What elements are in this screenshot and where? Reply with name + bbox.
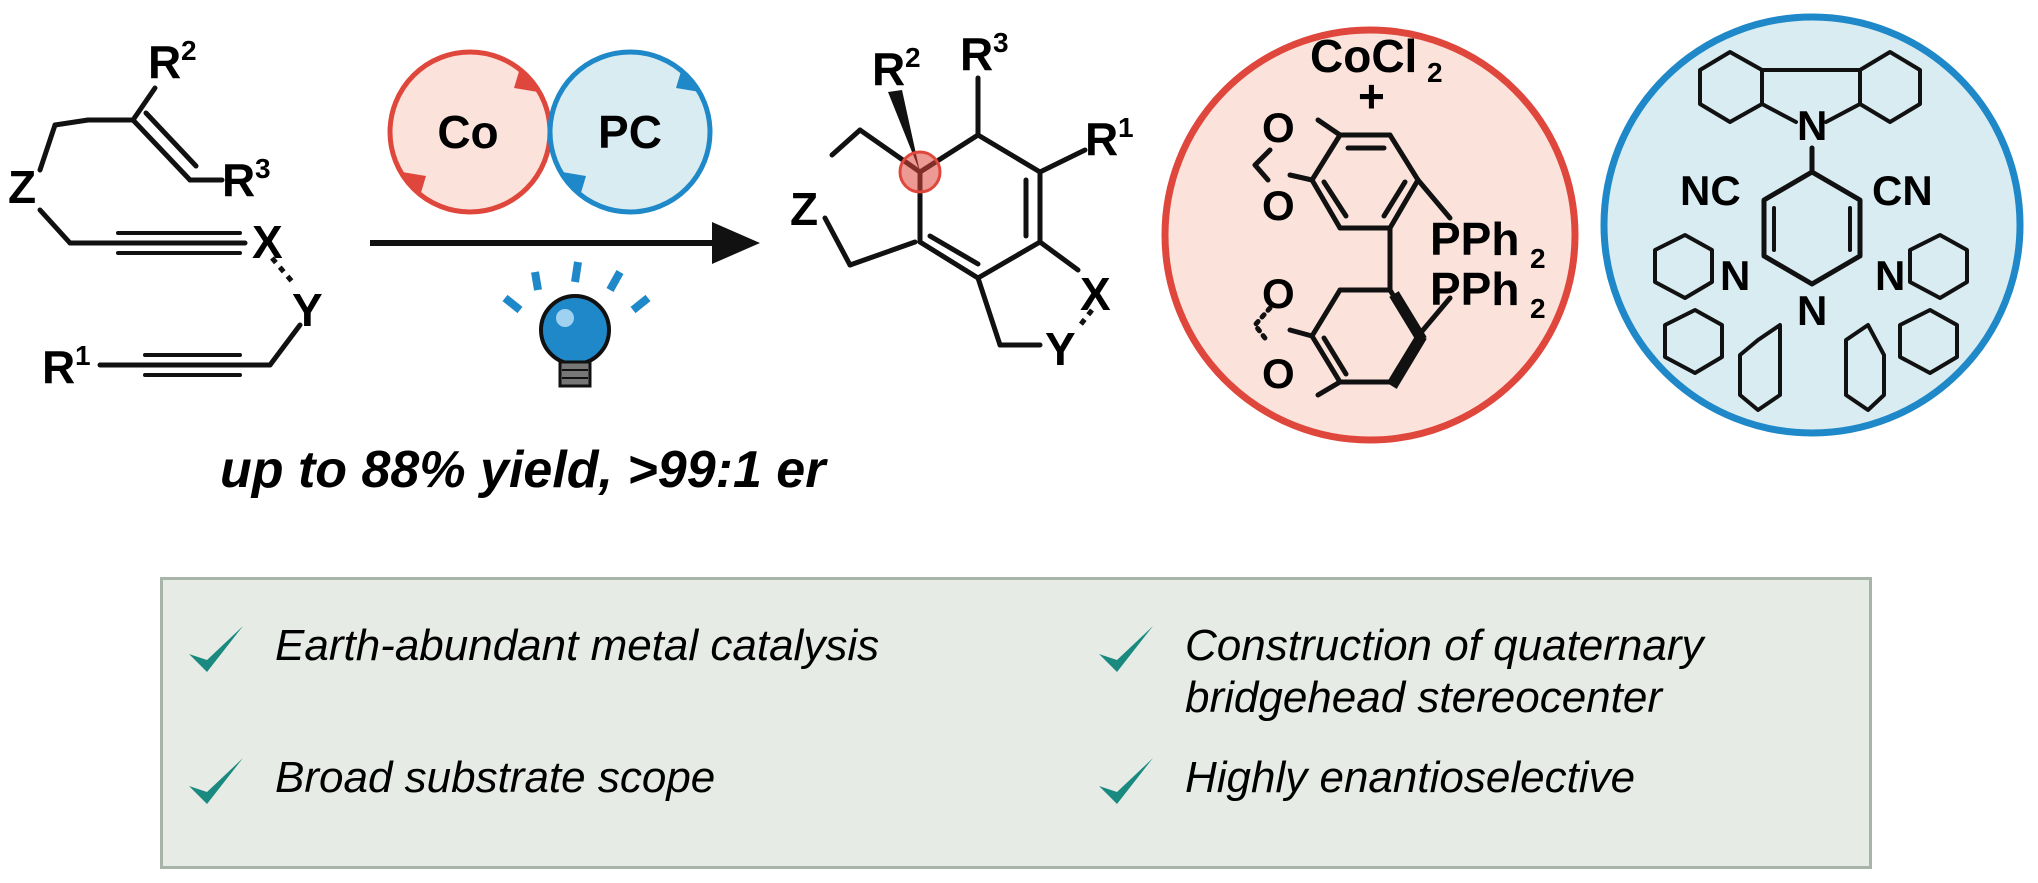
photocatalyst-cycle-arrow-bottom <box>562 172 586 196</box>
feature-item: Broad substrate scope <box>185 752 715 814</box>
checkmark-icon <box>189 758 243 804</box>
reactant-r2-label: R <box>148 36 181 88</box>
product-r1-label: R <box>1085 113 1118 165</box>
nc-left-label: NC <box>1680 167 1741 214</box>
reactant-x-label: X <box>252 216 283 268</box>
feature-text-line: Highly enantioselective <box>1185 753 1636 802</box>
feature-text-line: bridgehead stereocenter <box>1185 673 1662 722</box>
reactant-structure: Z X Y R 2 R 3 R 1 <box>8 35 323 393</box>
cocl2-label: CoCl <box>1310 30 1417 82</box>
reactant-r1-sup: 1 <box>75 340 91 371</box>
product-r2-sup: 2 <box>905 42 921 73</box>
reactant-r2-sup: 2 <box>181 35 197 66</box>
stereocenter-highlight <box>898 150 942 194</box>
blue-light-bulb-icon <box>502 261 651 388</box>
features-box: Earth-abundant metal catalysis Construct… <box>160 577 1872 869</box>
pph2-sub-top: 2 <box>1530 243 1546 274</box>
cocl2-sub: 2 <box>1427 57 1443 88</box>
cobalt-cycle-arrow-bottom <box>402 172 426 196</box>
plus-sign: + <box>1358 70 1385 122</box>
checkmark-icon <box>1099 626 1153 672</box>
o-label-2: O <box>1262 182 1295 229</box>
reactant-r3-label: R <box>222 154 255 206</box>
checkmark-icon <box>189 626 243 672</box>
n-label-left: N <box>1720 252 1750 299</box>
dual-catalytic-cycles: Co PC <box>387 49 713 215</box>
reactant-y-label: Y <box>292 284 323 336</box>
feature-item: Earth-abundant metal catalysis <box>185 620 879 682</box>
cobalt-cycle-arrow-top <box>514 68 538 92</box>
product-r1-sup: 1 <box>1118 112 1134 143</box>
n-label-bottom: N <box>1797 287 1827 334</box>
o-label-4: O <box>1262 350 1295 397</box>
feature-item: Highly enantioselective <box>1095 752 1635 814</box>
o-label-3: O <box>1262 270 1295 317</box>
photocatalyst-panel: N NC CN N N N <box>1600 13 2024 437</box>
checkmark-icon <box>1099 758 1153 804</box>
reactant-r3-sup: 3 <box>255 153 271 184</box>
product-r3-label: R <box>960 28 993 80</box>
n-label-carbazole-top: N <box>1797 102 1827 149</box>
yield-summary: up to 88% yield, >99:1 er <box>220 441 826 499</box>
product-structure: Z R 2 R 3 R 1 X Y <box>790 27 1134 375</box>
n-label-right: N <box>1875 252 1905 299</box>
cobalt-cycle-label: Co <box>437 106 498 158</box>
product-r3-sup: 3 <box>993 27 1009 58</box>
product-z-label: Z <box>790 183 818 235</box>
product-r2-label: R <box>872 43 905 95</box>
reactant-z-label: Z <box>8 161 36 213</box>
reactant-r1-label: R <box>42 341 75 393</box>
pph2-sub-bottom: 2 <box>1530 293 1546 324</box>
photocatalyst-cycle <box>547 49 713 215</box>
pph2-label-bottom: PPh <box>1430 263 1519 315</box>
cobalt-catalyst-panel: CoCl 2 + O O O <box>1161 26 1579 444</box>
feature-item: Construction of quaternary bridgehead st… <box>1095 620 1704 724</box>
photocatalyst-cycle-label: PC <box>598 106 662 158</box>
feature-text-line: Earth-abundant metal catalysis <box>275 621 880 670</box>
cn-right-label: CN <box>1872 167 1933 214</box>
photocatalyst-cycle-arrow-top <box>676 68 700 92</box>
feature-text-line: Broad substrate scope <box>275 753 716 802</box>
product-x-label: X <box>1080 268 1111 320</box>
reaction-arrow <box>370 222 760 264</box>
pph2-label-top: PPh <box>1430 213 1519 265</box>
feature-text-line: Construction of quaternary <box>1185 621 1704 670</box>
reaction-scheme: Z X Y R 2 R 3 R 1 Co PC <box>8 13 2024 444</box>
product-y-label: Y <box>1045 323 1076 375</box>
o-label-1: O <box>1262 104 1295 151</box>
